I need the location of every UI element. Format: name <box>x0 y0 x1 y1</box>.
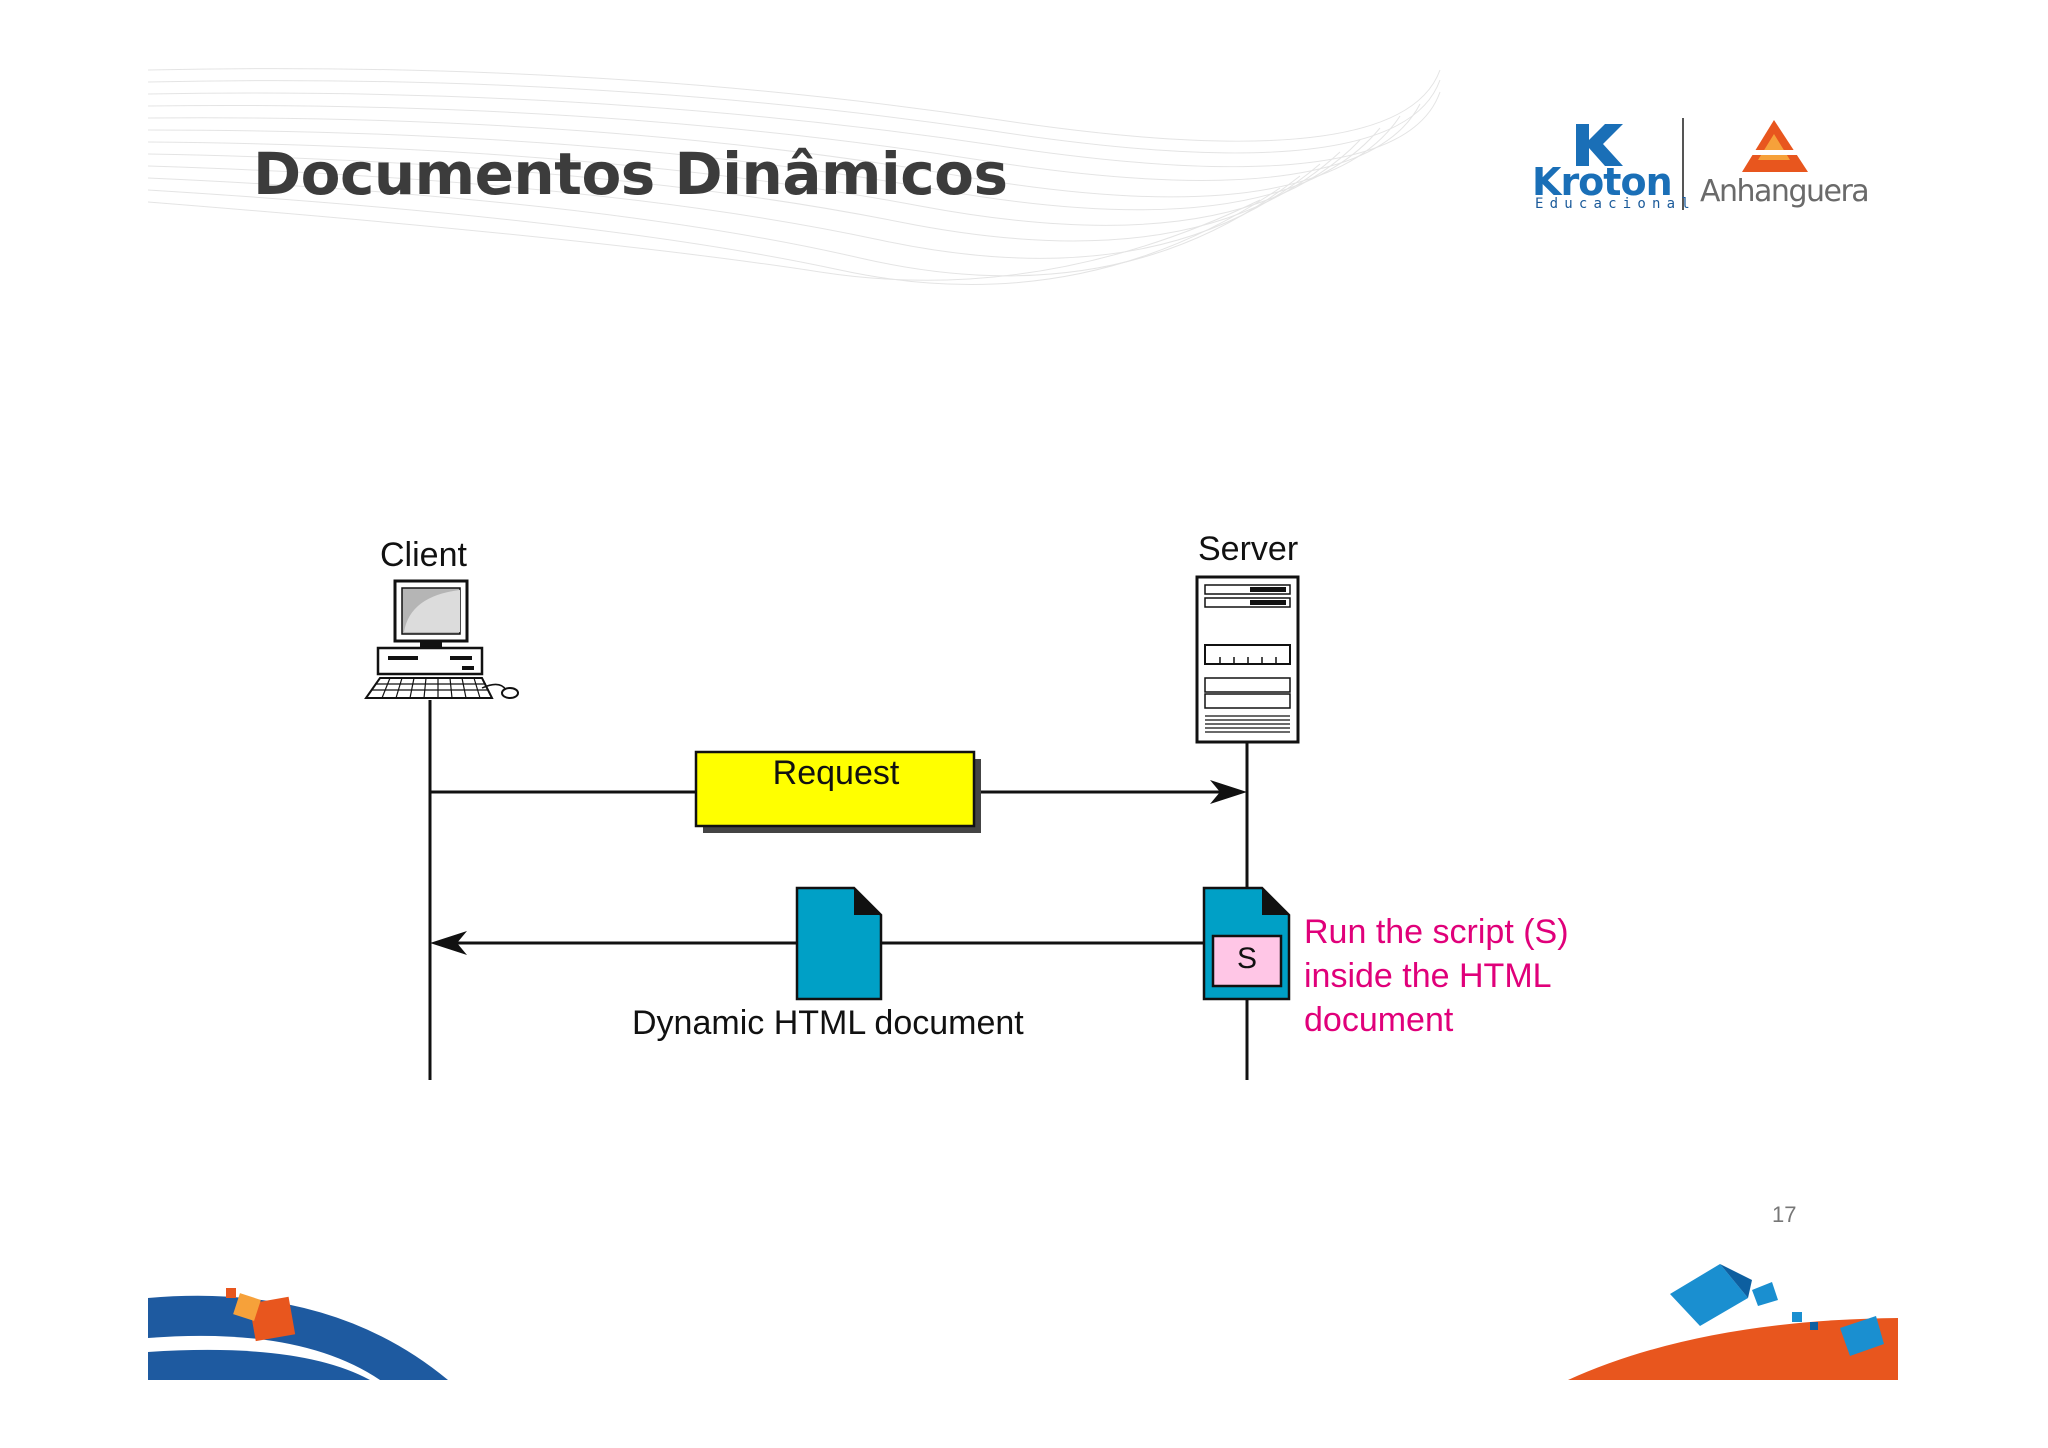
title-wave-lines <box>147 68 1441 286</box>
script-annotation: Run the script (S) inside the HTML docum… <box>1304 910 1634 1042</box>
slide-title: Documentos Dinâmicos <box>253 140 1008 208</box>
kroton-logo-tagline: Educacional <box>1535 196 1696 212</box>
desktop-computer-icon <box>364 579 519 699</box>
request-label: Request <box>772 754 900 792</box>
bottom-right-decoration <box>1568 1264 1898 1380</box>
response-label: Dynamic HTML document <box>632 1004 1024 1042</box>
anhanguera-logo <box>1742 120 1808 172</box>
html-document-icon <box>795 886 883 1001</box>
client-label: Client <box>380 536 467 574</box>
annotation-line-3: document <box>1304 1001 1454 1039</box>
annotation-line-2: inside the HTML <box>1304 957 1552 995</box>
arrow-right-icon <box>1210 780 1247 804</box>
arrow-left-icon <box>430 931 467 955</box>
bottom-left-decoration <box>148 1288 448 1380</box>
page-number: 17 <box>1772 1202 1797 1227</box>
kroton-logo-name: Kroton <box>1532 160 1673 204</box>
script-box <box>1211 934 1283 988</box>
anhanguera-logo-name: Anhanguera <box>1700 174 1870 209</box>
kroton-k-mark <box>1576 124 1623 166</box>
annotation-line-1: Run the script (S) <box>1304 913 1569 951</box>
request-box <box>694 750 976 828</box>
kroton-logo <box>1576 124 1623 166</box>
server-label: Server <box>1198 530 1299 568</box>
script-document-icon <box>1202 886 1291 1001</box>
server-icon <box>1195 575 1300 744</box>
script-label: S <box>1236 942 1257 975</box>
